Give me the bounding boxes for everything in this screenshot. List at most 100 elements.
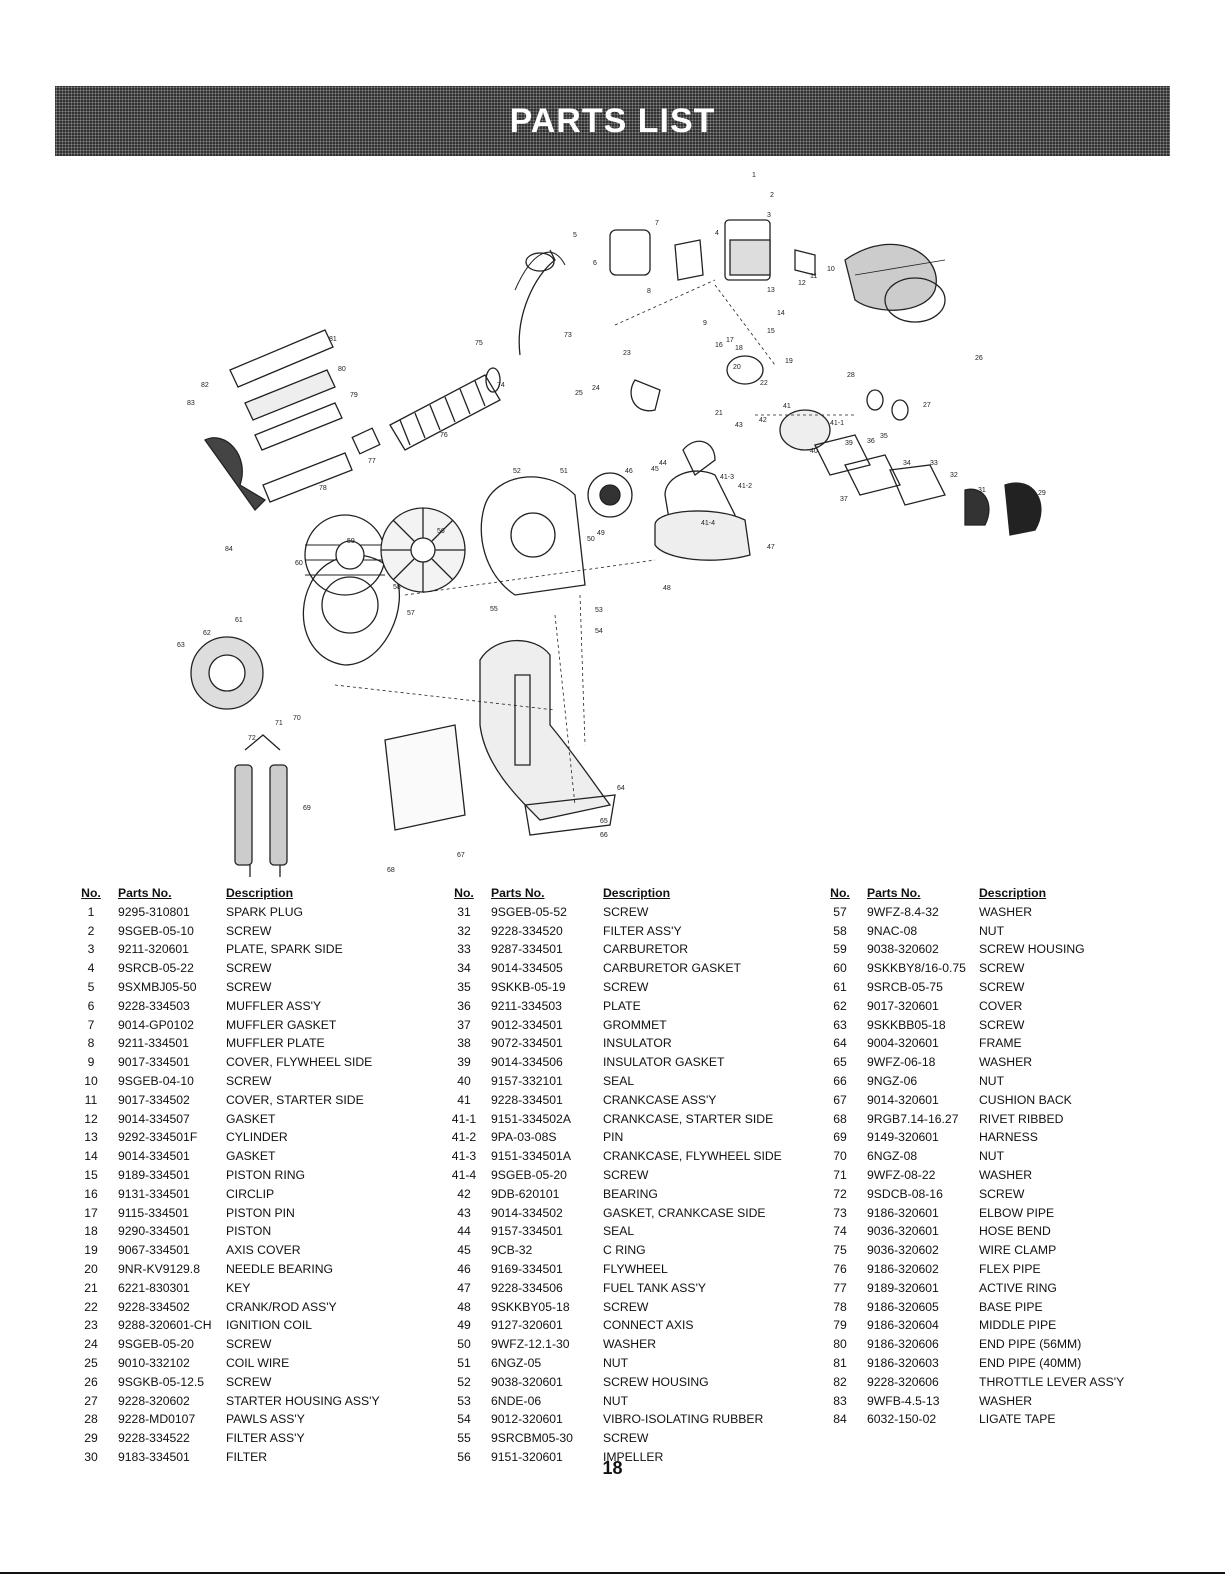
part-description: SCREW [979,979,1025,994]
part-number: 9157-334501 [491,1224,563,1239]
part-description: FLEX PIPE [979,1261,1041,1276]
part-description: WASHER [979,1055,1033,1070]
svg-text:7: 7 [655,220,659,227]
part-number: 9WFZ-12.1-30 [491,1337,570,1352]
svg-text:5: 5 [573,232,577,239]
part-number-index: 7 [87,1017,95,1032]
part-number-index: 63 [833,1017,847,1032]
part-number: 6NGZ-08 [867,1149,918,1164]
part-description: SCREW [979,1017,1025,1032]
part-description: SCREW [603,1167,649,1182]
part-number: 9PA-03-08S [491,1130,557,1145]
part-description: MUFFLER PLATE [226,1036,325,1051]
part-number: 9290-334501 [118,1224,190,1239]
svg-text:11: 11 [810,273,817,280]
svg-text:66: 66 [600,832,608,839]
svg-text:59: 59 [347,538,355,545]
part-description: WASHER [979,904,1033,919]
part-number: 9SGEB-05-20 [491,1167,567,1182]
part-number-index: 71 [833,1167,847,1182]
part-number-index: 9 [87,1055,95,1070]
svg-text:44: 44 [659,460,667,467]
svg-text:6: 6 [593,260,597,267]
part-description: CRANKCASE, STARTER SIDE [603,1111,774,1126]
part-number-index: 41-1 [451,1111,477,1126]
svg-text:60: 60 [295,560,303,567]
part-description: WASHER [979,1393,1033,1408]
part-description: CIRCLIP [226,1186,275,1201]
part-number: 9NAC-08 [867,923,918,938]
part-number-index: 70 [833,1149,847,1164]
svg-text:37: 37 [840,496,848,503]
part-number: 9SKKBY05-18 [491,1299,570,1314]
part-number: 9SKKBY8/16-0.75 [867,961,966,976]
part-number: 9211-334501 [118,1036,189,1051]
svg-text:35: 35 [880,433,888,440]
part-number-index: 17 [84,1205,98,1220]
part-description: WASHER [603,1337,657,1352]
part-description: CONNECT AXIS [603,1318,694,1333]
part-number: 9211-320601 [118,942,189,957]
part-number-index: 50 [457,1337,471,1352]
header-description: Description [226,886,294,900]
svg-text:80: 80 [338,366,346,373]
part-description: SCREW [226,961,272,976]
part-number-index: 23 [84,1318,98,1333]
part-number: 9017-334501 [118,1055,190,1070]
part-number: 9WFZ-08-22 [867,1167,936,1182]
header-no: No. [454,886,474,900]
part-number-index: 73 [833,1205,847,1220]
svg-text:73: 73 [564,332,572,339]
part-number: 9SGEB-05-10 [118,923,194,938]
part-number: 9157-332101 [491,1073,563,1088]
part-description: GASKET [226,1149,276,1164]
part-number-index: 20 [84,1261,98,1276]
part-number: 9228-334503 [118,998,190,1013]
part-number-index: 4 [87,961,95,976]
part-number: 9038-320601 [491,1374,563,1389]
part-number: 9228-334506 [491,1280,563,1295]
part-number-index: 35 [457,979,471,994]
part-number-index: 25 [84,1355,98,1370]
part-number: 9151-334501A [491,1149,571,1164]
part-description: CYLINDER [226,1130,288,1145]
part-number-index: 58 [833,923,847,938]
part-description: CARBURETOR GASKET [603,961,741,976]
svg-text:69: 69 [303,805,311,812]
part-description: PISTON PIN [226,1205,295,1220]
part-number: 9014-334505 [491,961,563,976]
svg-text:51: 51 [560,468,568,475]
part-description: HOSE BEND [979,1224,1051,1239]
part-description: PAWLS ASS'Y [226,1412,305,1427]
part-description: KEY [226,1280,251,1295]
svg-text:41-2: 41-2 [738,483,752,490]
parts-list-banner: PARTS LIST [55,86,1170,156]
svg-text:70: 70 [293,715,301,722]
